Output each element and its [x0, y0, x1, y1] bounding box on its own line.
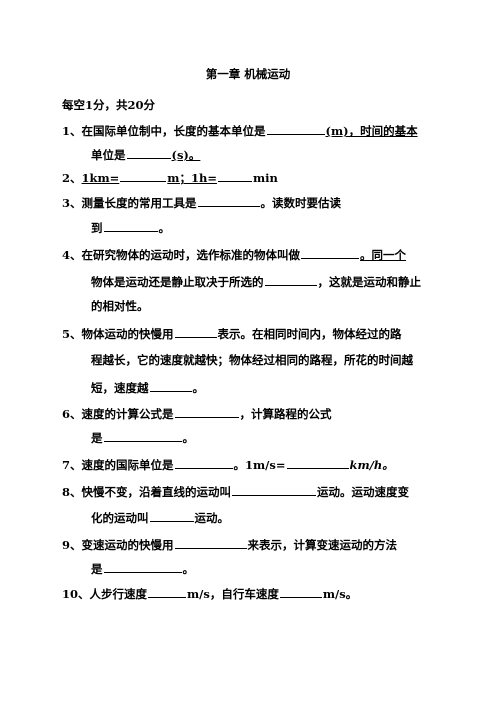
- question-number: 9、: [62, 538, 82, 552]
- question-text: 化的运动叫: [91, 511, 149, 525]
- question-number: 3、: [62, 196, 82, 210]
- question-number: 6、: [62, 407, 82, 421]
- question-text: 。: [182, 431, 195, 445]
- answer-blank: [286, 457, 349, 469]
- question-text: m/s，自行车速度: [187, 587, 279, 601]
- question-3-line-2: 到。: [91, 220, 170, 235]
- question-8-line-2: 化的运动叫 运动。: [91, 510, 229, 525]
- question-text: 表示。在相同时间内，物体经过的路: [217, 327, 402, 341]
- question-4-line-1: 4、在研究物体的运动时，选作标准的物体叫做 。同一个: [62, 247, 406, 262]
- question-text: 。: [158, 221, 171, 235]
- question-8-line-1: 8、快慢不变，沿着直线的运动叫 运动。运动速度变: [62, 484, 409, 499]
- question-text: 变速运动的快慢用: [81, 538, 174, 552]
- answer-blank: [174, 457, 233, 469]
- question-text: 是: [91, 431, 103, 445]
- question-text: m；1h=: [167, 171, 217, 185]
- question-text: 。1m/s=: [233, 458, 286, 472]
- question-10: 10、人步行速度 m/s，自行车速度 m/s。: [62, 586, 357, 601]
- question-1-line-1: 1、在国际单位制中，长度的基本单位是 (m)，时间的基本: [62, 123, 418, 138]
- answer-blank: [264, 274, 317, 286]
- question-text: 到: [91, 221, 103, 235]
- question-text: 物体运动的快慢用: [81, 327, 174, 341]
- question-text: 速度的计算公式是: [81, 407, 174, 421]
- answer-blank: [148, 586, 187, 598]
- question-text: 运动。运动速度变: [317, 485, 410, 499]
- answer-blank: [232, 484, 317, 496]
- question-text: 。: [182, 562, 195, 576]
- answer-blank: [197, 195, 260, 207]
- question-text: 运动。: [194, 511, 230, 525]
- answer-blank: [149, 380, 192, 392]
- question-6-line-2: 是。: [91, 430, 194, 445]
- question-number: 10、: [62, 587, 90, 601]
- scoring-note: 每空1分，共20分: [62, 98, 156, 112]
- question-text: 人步行速度: [89, 587, 148, 601]
- answer-blank: [126, 147, 171, 159]
- question-3-line-1: 3、测量长度的常用工具是 。读数时要估读: [62, 195, 341, 210]
- answer-blank: [103, 220, 158, 232]
- question-text: min: [252, 171, 278, 185]
- question-text: 在研究物体的运动时，选作标准的物体叫做: [81, 248, 301, 262]
- question-6-line-1: 6、速度的计算公式是 ，计算路程的公式: [62, 406, 332, 421]
- question-number: 7、: [62, 458, 82, 472]
- question-text: m/s。: [322, 587, 358, 601]
- question-5-line-3: 短，速度越 。: [91, 380, 204, 395]
- answer-blank: [103, 561, 182, 573]
- question-text: (s)。: [171, 148, 201, 162]
- question-number: 4、: [62, 248, 82, 262]
- question-text: 。读数时要估读: [260, 196, 342, 210]
- question-text: ，计算路程的公式: [239, 407, 332, 421]
- answer-blank: [266, 123, 325, 135]
- question-number: 5、: [62, 327, 82, 341]
- question-9-line-2: 是。: [91, 561, 194, 576]
- question-text: 速度的国际单位是: [81, 458, 174, 472]
- question-4-line-2: 物体是运动还是静止取决于所选的 ，这就是运动和静止: [91, 274, 421, 289]
- question-text: ，这就是运动和静止: [317, 275, 422, 289]
- question-text: 单位是: [91, 148, 126, 162]
- answer-blank: [217, 170, 252, 182]
- question-number: 2、: [62, 171, 82, 185]
- answer-blank: [174, 537, 247, 549]
- question-text: 。: [192, 381, 205, 395]
- answer-blank: [174, 326, 217, 338]
- answer-blank: [149, 510, 194, 522]
- answer-blank: [279, 586, 322, 598]
- question-text: 来表示，计算变速运动的方法: [247, 538, 398, 552]
- question-text: km/h。: [349, 458, 394, 472]
- chapter-title: 第一章 机械运动: [205, 67, 291, 81]
- answer-blank: [174, 406, 239, 418]
- question-number: 1、: [62, 124, 82, 138]
- question-9-line-1: 9、变速运动的快慢用 来表示，计算变速运动的方法: [62, 537, 397, 552]
- question-1-line-2: 单位是 (s)。: [91, 147, 200, 162]
- question-text: 1km=: [81, 171, 120, 185]
- question-text: (m)，时间的基本: [325, 124, 418, 138]
- answer-blank: [103, 430, 182, 442]
- question-text: 快慢不变，沿着直线的运动叫: [81, 485, 232, 499]
- answer-blank: [301, 247, 360, 259]
- question-2: 2、1km= m；1h= min: [62, 170, 278, 185]
- question-text: 是: [91, 562, 103, 576]
- question-text: 测量长度的常用工具是: [81, 196, 197, 210]
- question-text: 短，速度越: [91, 381, 149, 395]
- question-text: 。同一个: [360, 248, 407, 262]
- question-4-line-3: 的相对性。: [91, 299, 149, 313]
- question-7: 7、速度的国际单位是 。1m/s= km/h。: [62, 457, 394, 472]
- answer-blank: [120, 170, 167, 182]
- question-text: 在国际单位制中，长度的基本单位是: [81, 124, 266, 138]
- question-number: 8、: [62, 485, 82, 499]
- question-5-line-2: 程越长，它的速度就越快；物体经过相同的路程，所花的时间越: [91, 353, 413, 367]
- question-5-line-1: 5、物体运动的快慢用 表示。在相同时间内，物体经过的路: [62, 326, 402, 341]
- question-text: 物体是运动还是静止取决于所选的: [91, 275, 264, 289]
